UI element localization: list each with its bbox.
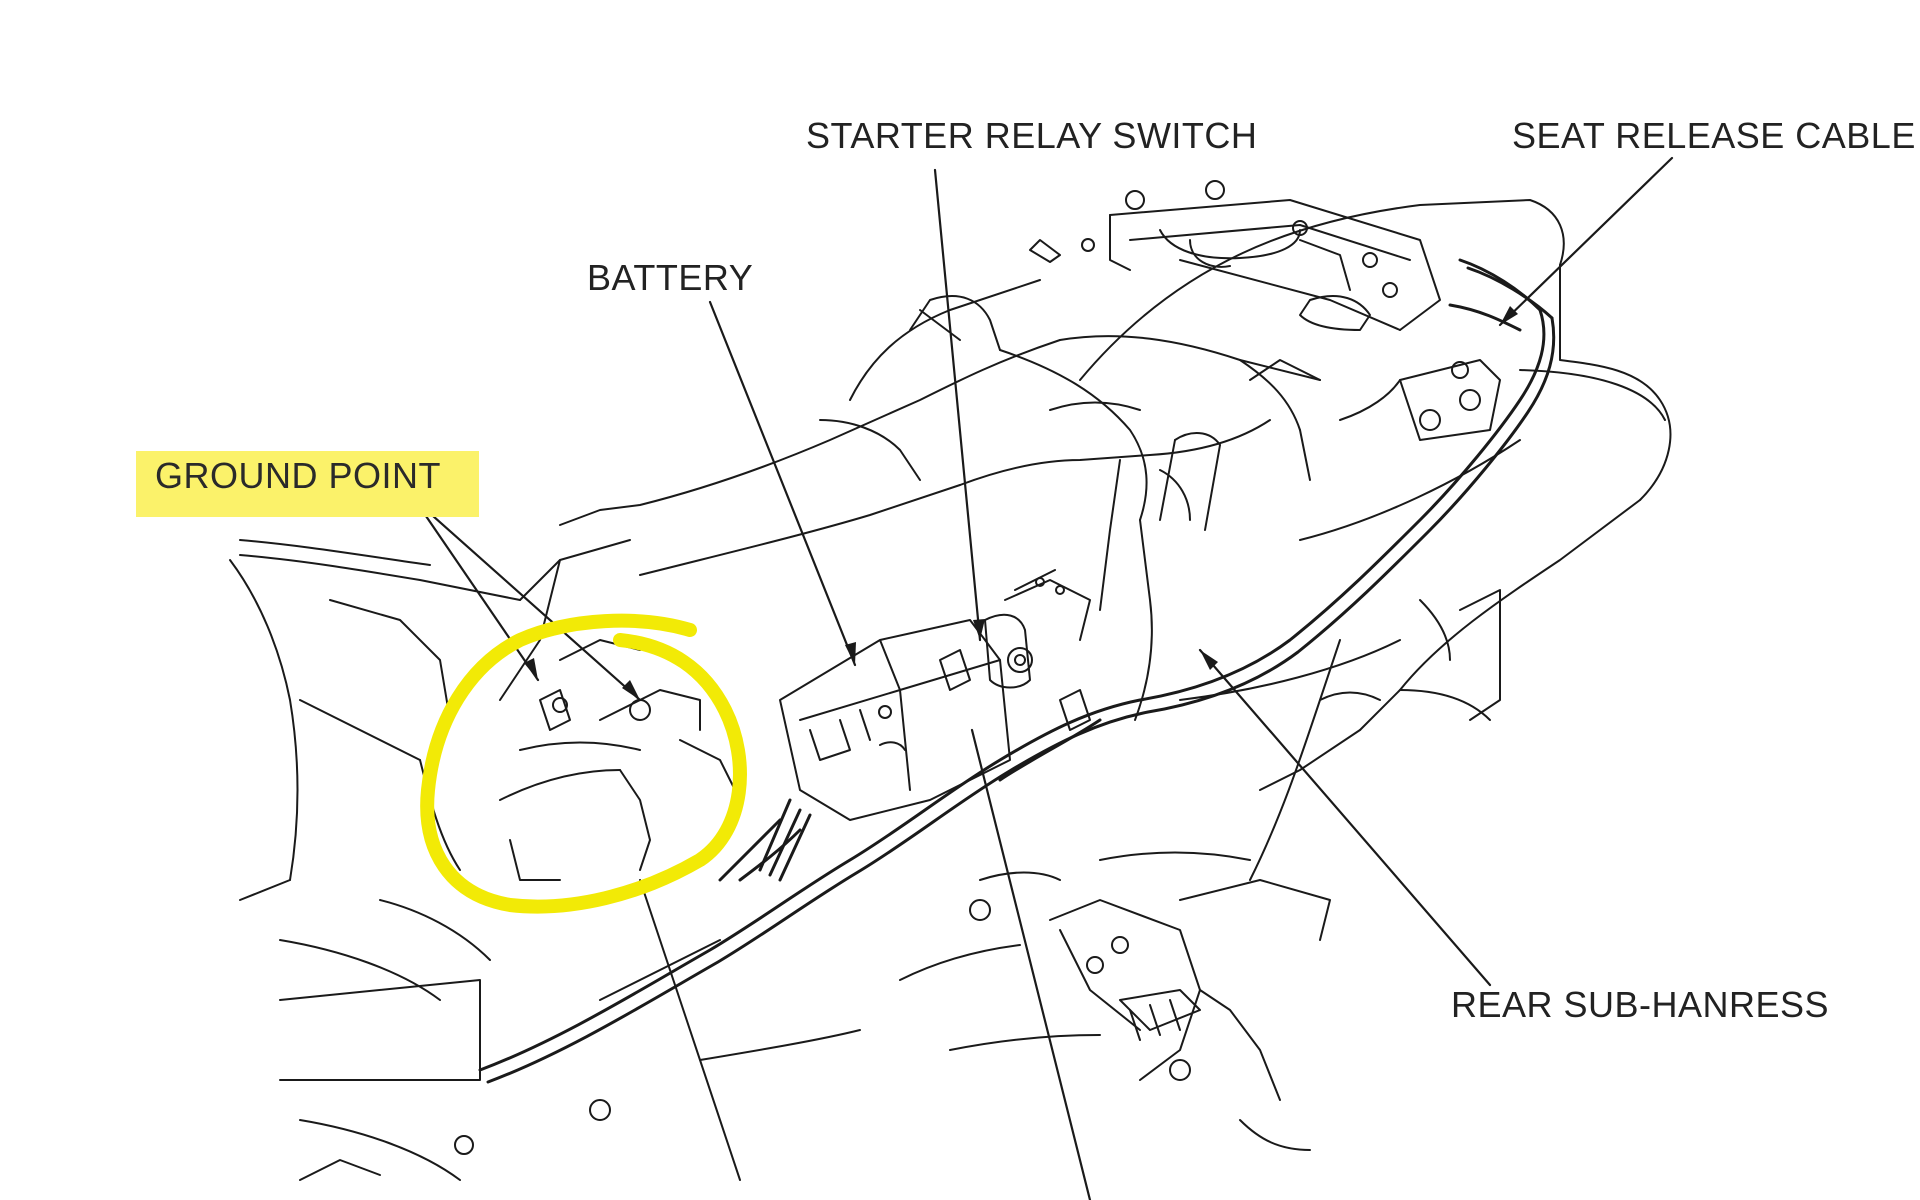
wiring-harness xyxy=(478,258,1556,1084)
leader-starter-relay-switch xyxy=(933,168,982,642)
battery-box xyxy=(779,619,1011,821)
label-ground-point-highlight: GROUND POINT xyxy=(136,451,479,517)
arrowheads xyxy=(524,306,1518,700)
footpeg xyxy=(979,871,1201,1041)
arrowhead-ground-2 xyxy=(622,680,640,700)
leader-ground-point-2 xyxy=(413,498,642,702)
seat-frame xyxy=(559,279,1371,721)
arrowhead-seat xyxy=(1500,306,1518,325)
arrowhead-battery xyxy=(845,642,856,665)
leader-rear-sub-harness xyxy=(1198,648,1492,987)
rear-rack xyxy=(1029,180,1501,441)
label-seat-release-cable: SEAT RELEASE CABLE xyxy=(1512,115,1916,156)
leader-battery xyxy=(708,300,857,667)
label-battery: BATTERY xyxy=(587,257,754,298)
leader-starter-relay-lower xyxy=(970,728,1092,1200)
label-rear-sub-harness: REAR SUB-HANRESS xyxy=(1451,984,1830,1025)
leader-ground-point-1 xyxy=(413,498,540,682)
lower-frame xyxy=(229,539,1451,1181)
arrowhead-starter xyxy=(973,619,985,640)
arrowhead-ground-1 xyxy=(524,658,538,680)
rear-fender xyxy=(1079,199,1672,731)
leader-lines xyxy=(413,156,1674,1200)
leader-seat-release-cable xyxy=(1498,156,1674,327)
yellow-circle-annotation xyxy=(420,613,747,914)
arrowhead-rear xyxy=(1200,650,1218,670)
label-starter-relay-switch: STARTER RELAY SWITCH xyxy=(806,115,1258,156)
ground-point-area xyxy=(499,639,741,881)
starter-relay xyxy=(984,569,1091,731)
